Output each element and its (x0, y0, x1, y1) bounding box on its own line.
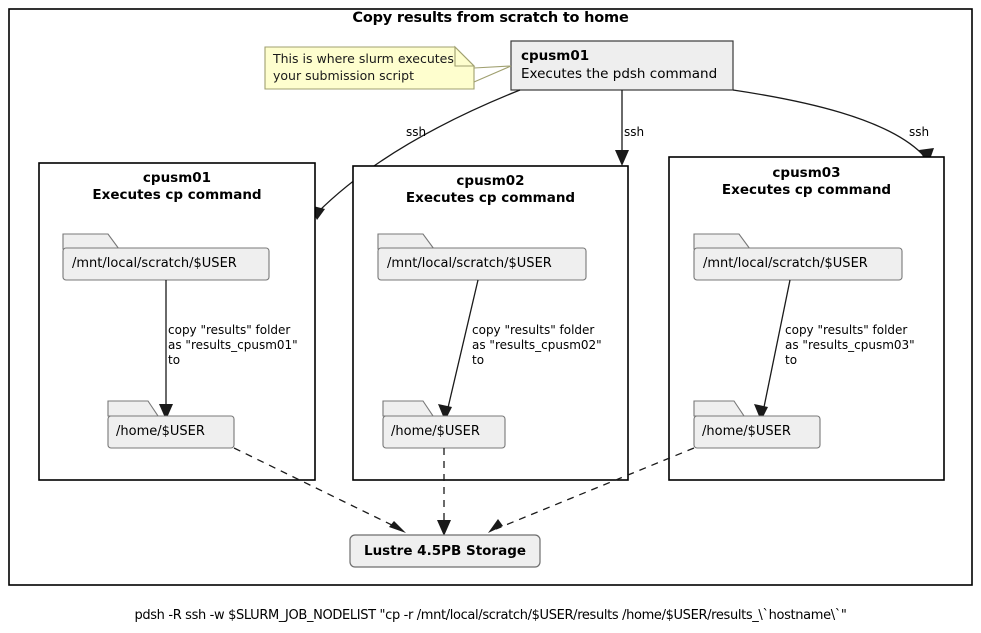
ssh-label-2: ssh (624, 125, 645, 139)
container-name-1: cpusm01 (142, 170, 212, 186)
copy-label-3-line1: copy "results" folder (785, 323, 908, 337)
ssh-edge-1 (316, 89, 521, 214)
folder-body-home-1[interactable] (107, 415, 235, 449)
container-subtitle-1: Executes cp command (92, 187, 262, 203)
copy-label-1-line3: to (168, 353, 181, 367)
folder-label-home-1: /home/$USER (116, 424, 205, 439)
folder-label-home-2: /home/$USER (391, 424, 480, 439)
outer-frame (8, 8, 973, 586)
folder-label-scratch-3: /mnt/local/scratch/$USER (703, 256, 868, 271)
note-text-line2: your submission script (273, 68, 414, 83)
folder-body-scratch-2[interactable] (377, 247, 587, 281)
diagram-caption: pdsh -R ssh -w $SLURM_JOB_NODELIST "cp -… (134, 608, 847, 623)
copy-label-2-line3: to (472, 353, 485, 367)
storage-edge-1-arrowhead (389, 521, 406, 533)
ssh-label-3: ssh (909, 125, 930, 139)
folder-label-scratch-2: /mnt/local/scratch/$USER (387, 256, 552, 271)
copy-edge-1-arrowhead (159, 404, 173, 420)
folder-label-home-3: /home/$USER (702, 424, 791, 439)
note-balloon (264, 46, 475, 90)
copy-label-1-line1: copy "results" folder (168, 323, 291, 337)
copy-label-3-line2: as "results_cpusm03" (785, 338, 915, 352)
container-name-2: cpusm02 (456, 173, 525, 189)
copy-edge-2-arrowhead (438, 404, 452, 421)
page-title: Copy results from scratch to home (352, 10, 629, 26)
copy-edge-2 (446, 279, 479, 413)
copy-label-1-line2: as "results_cpusm01" (168, 338, 298, 352)
storage-edge-2-arrowhead (437, 520, 451, 536)
copy-edge-3 (762, 279, 791, 413)
head-node-name: cpusm01 (521, 48, 590, 64)
container-name-3: cpusm03 (772, 165, 841, 181)
ssh-edge-2-arrowhead (615, 150, 629, 166)
copy-edge-3-arrowhead (754, 404, 768, 421)
copy-label-2-line2: as "results_cpusm02" (472, 338, 602, 352)
storage-label: Lustre 4.5PB Storage (363, 543, 527, 559)
head-node-description: Executes the pdsh command (521, 66, 718, 82)
folder-body-home-3[interactable] (693, 415, 821, 449)
ssh-edge-3 (732, 89, 926, 158)
storage-edge-1 (233, 447, 399, 529)
copy-label-2-line1: copy "results" folder (472, 323, 595, 337)
storage-box[interactable] (349, 534, 541, 568)
folder-label-scratch-1: /mnt/local/scratch/$USER (72, 256, 237, 271)
storage-edge-3 (495, 447, 695, 530)
container-subtitle-2: Executes cp command (405, 190, 576, 206)
note-text-line1: This is where slurm executes (273, 51, 454, 66)
note-fold-corner (454, 45, 476, 67)
note-connector (473, 65, 512, 83)
ssh-label-1: ssh (406, 125, 427, 139)
container-subtitle-3: Executes cp command (721, 182, 892, 198)
folder-body-scratch-3[interactable] (693, 247, 903, 281)
copy-label-3-line3: to (785, 353, 798, 367)
storage-edge-3-arrowhead (488, 519, 503, 533)
